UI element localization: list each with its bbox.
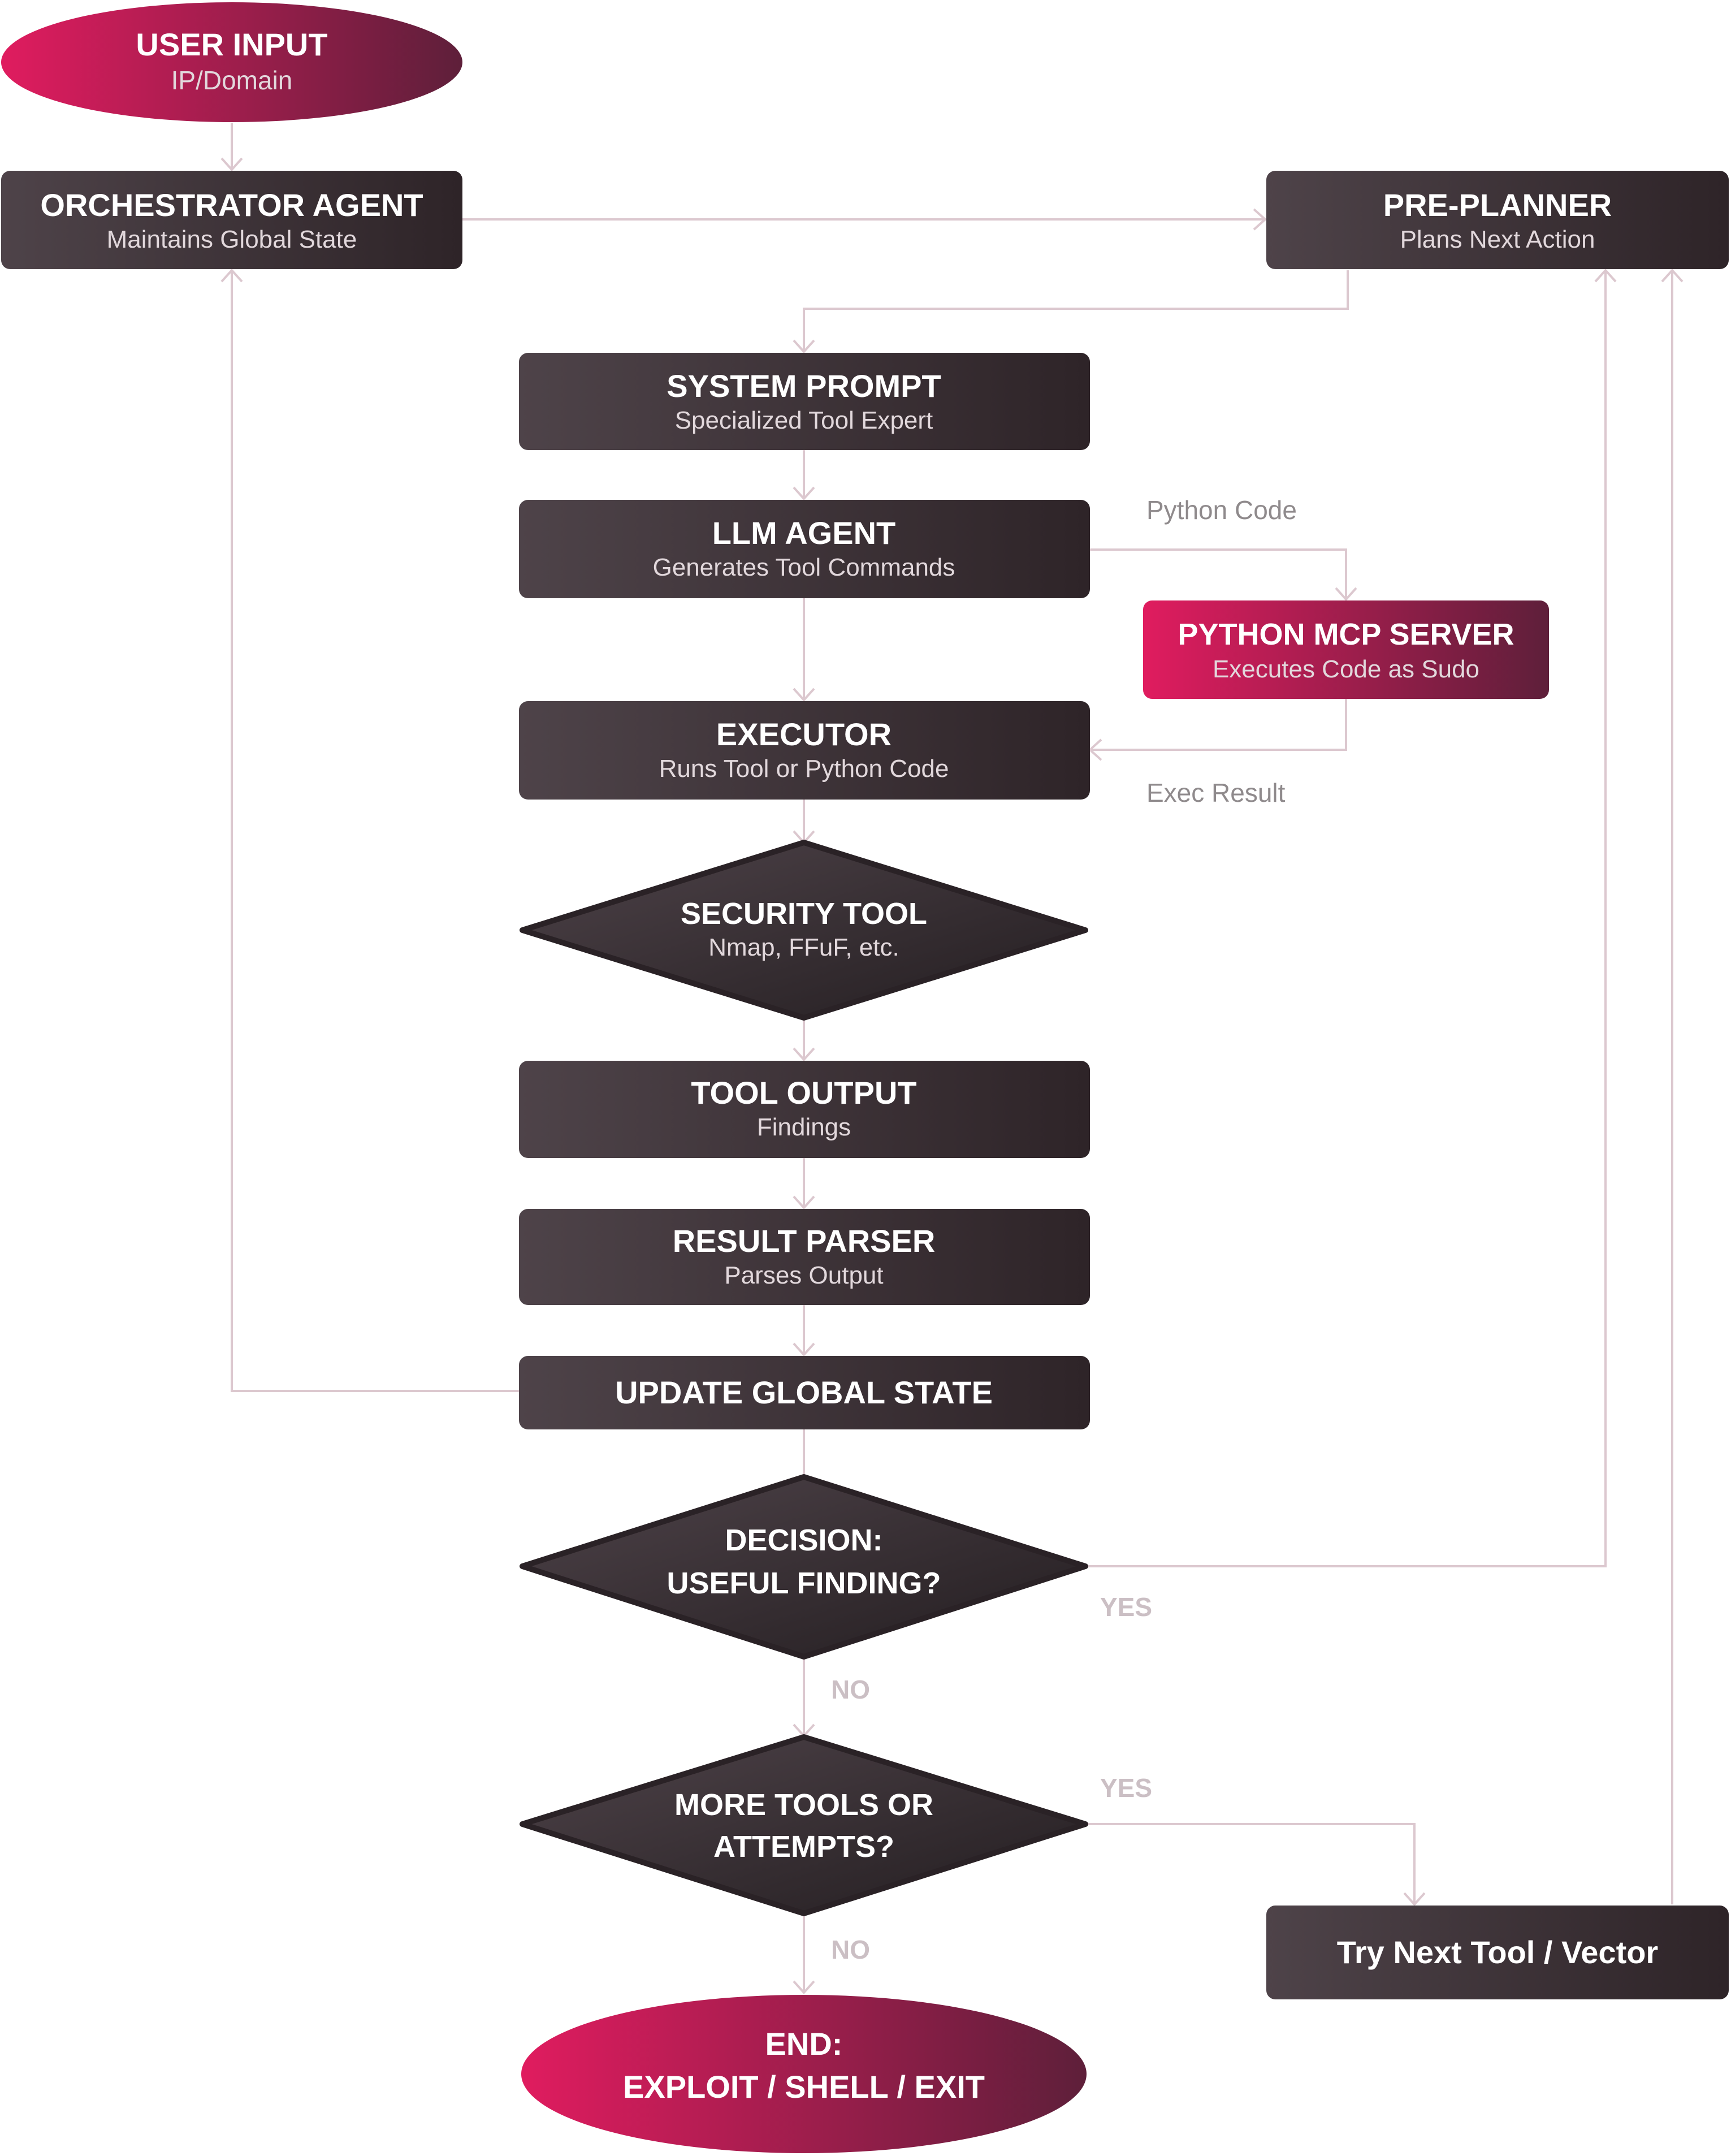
node-title: SYSTEM PROMPT <box>667 368 941 404</box>
edge-label-decision-no: NO <box>831 1675 870 1704</box>
edge-decision-yes-to-preplanner <box>1085 271 1607 1567</box>
arrowhead <box>793 1342 815 1356</box>
node-tool-output: TOOL OUTPUT Findings <box>519 1061 1090 1158</box>
edge-preplanner-to-systemprompt <box>803 270 1349 351</box>
node-subtitle: Nmap, FFuF, etc. <box>708 934 899 961</box>
node-update-global-state: UPDATE GLOBAL STATE <box>519 1356 1090 1429</box>
arrowhead <box>793 339 815 353</box>
node-title-line1: MORE TOOLS OR <box>674 1788 933 1822</box>
node-subtitle: Specialized Tool Expert <box>675 407 933 434</box>
edge-label-more-yes: YES <box>1100 1773 1152 1803</box>
arrowhead <box>793 1195 815 1209</box>
edge-label-more-no: NO <box>831 1935 870 1964</box>
arrowhead <box>793 1980 815 1994</box>
arrowhead <box>220 269 243 283</box>
arrowhead <box>793 688 815 702</box>
node-orchestrator-agent: ORCHESTRATOR AGENT Maintains Global Stat… <box>1 171 462 269</box>
node-decision-useful-finding: DECISION: USEFUL FINDING? <box>520 1474 1088 1660</box>
node-security-tool: SECURITY TOOL Nmap, FFuF, etc. <box>520 840 1088 1021</box>
node-title: TOOL OUTPUT <box>691 1075 916 1111</box>
node-python-mcp-server: PYTHON MCP SERVER Executes Code as Sudo <box>1143 600 1549 699</box>
node-title: UPDATE GLOBAL STATE <box>615 1375 993 1410</box>
arrowhead <box>793 1047 815 1061</box>
node-subtitle: Generates Tool Commands <box>653 554 955 581</box>
node-title: RESULT PARSER <box>673 1223 936 1259</box>
node-title-line2: ATTEMPTS? <box>713 1830 894 1864</box>
node-title: Try Next Tool / Vector <box>1337 1934 1658 1970</box>
node-try-next-tool: Try Next Tool / Vector <box>1266 1906 1729 1999</box>
node-subtitle: Findings <box>757 1113 851 1141</box>
edge-labels: Python Code Exec Result YES NO YES NO <box>831 495 1297 1964</box>
edge-llm-to-python <box>1090 548 1347 598</box>
node-title-line2: EXPLOIT / SHELL / EXIT <box>623 2069 985 2105</box>
arrowhead <box>1403 1892 1426 1906</box>
node-subtitle: Runs Tool or Python Code <box>659 755 949 783</box>
connectors <box>220 123 1684 1994</box>
edge-label-exec-result: Exec Result <box>1146 778 1286 807</box>
node-title-line1: END: <box>765 2026 843 2062</box>
node-subtitle: Maintains Global State <box>107 226 357 253</box>
node-subtitle: Plans Next Action <box>1400 226 1595 253</box>
node-subtitle: Parses Output <box>724 1261 883 1289</box>
node-title-line2: USEFUL FINDING? <box>667 1566 941 1600</box>
node-subtitle: Executes Code as Sudo <box>1213 655 1479 683</box>
node-title: PYTHON MCP SERVER <box>1178 617 1514 651</box>
node-title: USER INPUT <box>136 27 327 62</box>
node-title: SECURITY TOOL <box>681 897 927 931</box>
edge-label-decision-yes: YES <box>1100 1592 1152 1622</box>
edge-more-yes-to-trynext <box>1085 1823 1416 1903</box>
node-system-prompt: SYSTEM PROMPT Specialized Tool Expert <box>519 353 1090 450</box>
arrowhead <box>1594 269 1617 283</box>
node-end: END: EXPLOIT / SHELL / EXIT <box>521 1995 1087 2153</box>
edge-update-to-orchestrator <box>231 271 519 1392</box>
node-executor: EXECUTOR Runs Tool or Python Code <box>519 701 1090 800</box>
node-title-line1: DECISION: <box>725 1523 882 1557</box>
node-user-input: USER INPUT IP/Domain <box>1 2 462 122</box>
node-llm-agent: LLM AGENT Generates Tool Commands <box>519 500 1090 598</box>
node-pre-planner: PRE-PLANNER Plans Next Action <box>1266 171 1729 269</box>
node-subtitle: IP/Domain <box>171 66 293 95</box>
edge-python-to-executor <box>1091 699 1347 751</box>
edge-label-python-code: Python Code <box>1146 495 1297 525</box>
node-result-parser: RESULT PARSER Parses Output <box>519 1209 1090 1305</box>
arrowhead <box>1335 587 1357 601</box>
node-title: PRE-PLANNER <box>1383 187 1612 223</box>
node-title: EXECUTOR <box>716 716 892 752</box>
arrowhead <box>793 486 815 500</box>
node-title: LLM AGENT <box>712 515 896 551</box>
node-title: ORCHESTRATOR AGENT <box>40 187 423 223</box>
arrowhead <box>220 157 243 171</box>
arrowhead <box>1661 269 1684 283</box>
arrowhead <box>1253 208 1267 231</box>
node-more-tools-or-attempts: MORE TOOLS OR ATTEMPTS? <box>520 1734 1088 1916</box>
